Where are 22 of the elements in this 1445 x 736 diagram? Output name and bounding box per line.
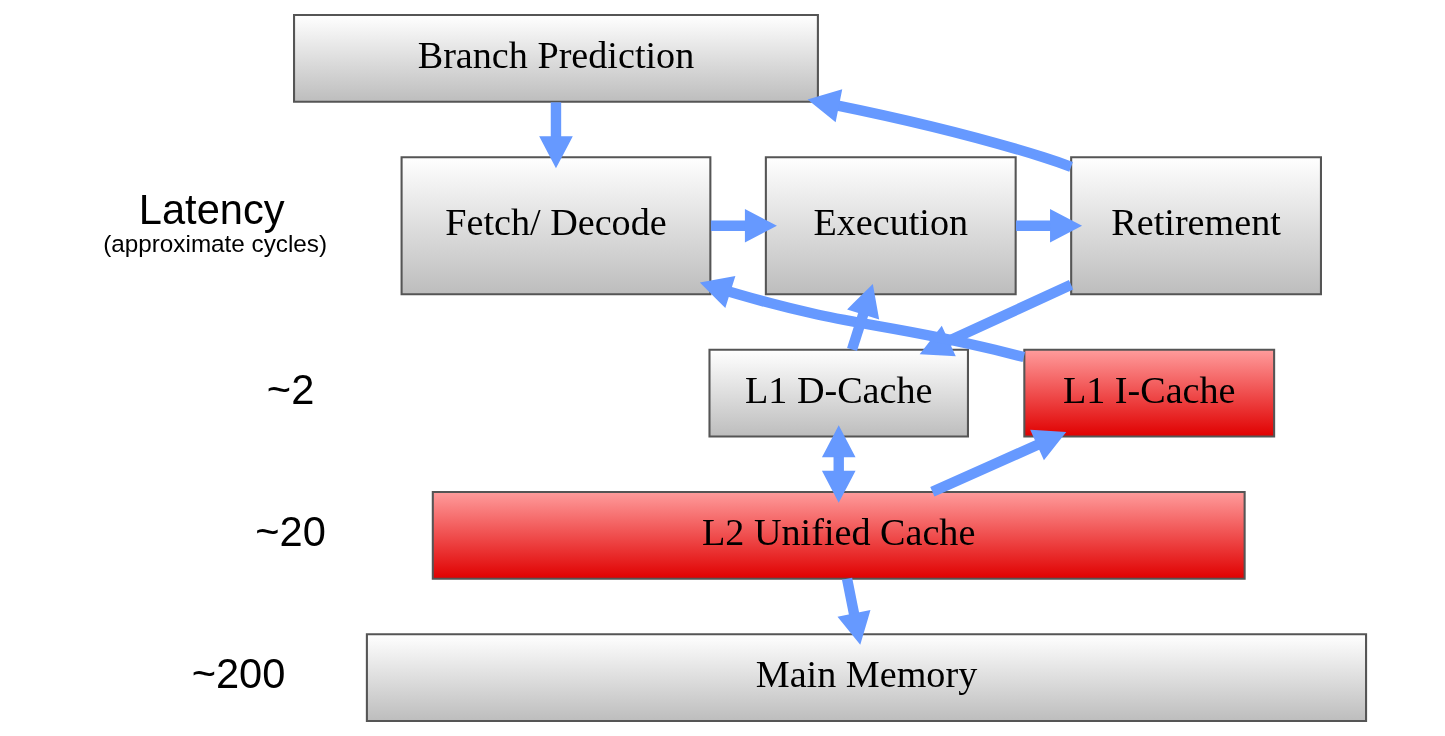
arrow (847, 283, 880, 352)
node-box: Retirement (1070, 156, 1322, 296)
arrow (1016, 208, 1083, 243)
label: Latency (138, 186, 285, 234)
arrow (919, 280, 1074, 357)
arrow (837, 577, 871, 645)
arrow (807, 89, 1073, 172)
arrow (699, 276, 1026, 363)
node-box: Execution (764, 156, 1017, 296)
arrow (821, 425, 856, 503)
label: ~20 (255, 508, 326, 556)
node-box: Fetch/ Decode (400, 156, 712, 296)
node-box: Main Memory (365, 633, 1368, 723)
arrow (710, 208, 777, 243)
node-box: Branch Prediction (293, 13, 819, 103)
label: ~2 (266, 365, 315, 413)
arrow (930, 429, 1067, 497)
label: ~200 (191, 650, 286, 698)
arrow (539, 102, 573, 169)
node-box: L1 I-Cache (1023, 348, 1276, 438)
node-box: L2 Unified Cache (431, 491, 1246, 580)
node-box: L1 D-Cache (708, 348, 969, 438)
